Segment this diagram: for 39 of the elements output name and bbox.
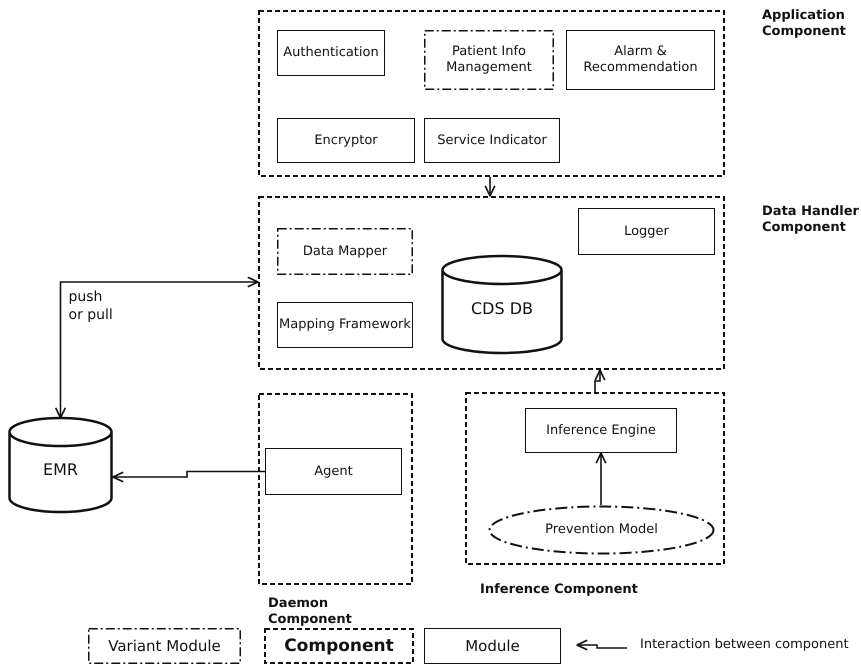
module-label: Agent [313,463,354,480]
module-box [277,30,385,76]
module-box [277,302,413,348]
module-label: Mapping Framework [278,316,412,334]
module-label: Logger [623,223,670,240]
legend-sample-box: Component [264,628,414,664]
connector-arrow [594,369,606,392]
module-label: Authentication [282,44,380,62]
legend-label: Interaction between component [640,637,849,652]
connector-arrow [112,470,265,483]
variant-module-box [424,30,554,90]
module-box [525,408,677,453]
connector-arrow [54,276,259,419]
variant-module-box [277,228,413,275]
module-label: EMR [42,460,80,480]
connector-arrow [595,452,607,505]
component-heading: Data Handler Component [762,204,860,236]
module-label: CDS DB [470,299,534,320]
module-box [277,118,415,163]
module-label: Service Indicator [436,132,548,149]
module-label: Inference Engine [545,422,657,439]
module-box [578,208,715,255]
module-label: Patient Info Management [445,44,533,76]
module-box [265,448,402,495]
module-label: Alarm & Recommendation [582,44,699,76]
legend-sample-box: Module [424,628,561,664]
component-heading: Application Component [762,8,847,40]
database-cylinder [8,418,113,512]
module-box [424,118,560,163]
model-ellipse [488,505,715,555]
component-heading: Inference Component [480,582,639,598]
module-label: Data Mapper [302,243,388,260]
database-cylinder [441,256,563,353]
component-heading: Daemon Component [268,596,353,628]
module-label: Prevention Model [544,522,659,538]
legend-sample-box: Variant Module [88,628,241,664]
module-box [566,30,715,90]
connector-arrow [484,177,496,197]
module-label: Encryptor [313,132,379,149]
